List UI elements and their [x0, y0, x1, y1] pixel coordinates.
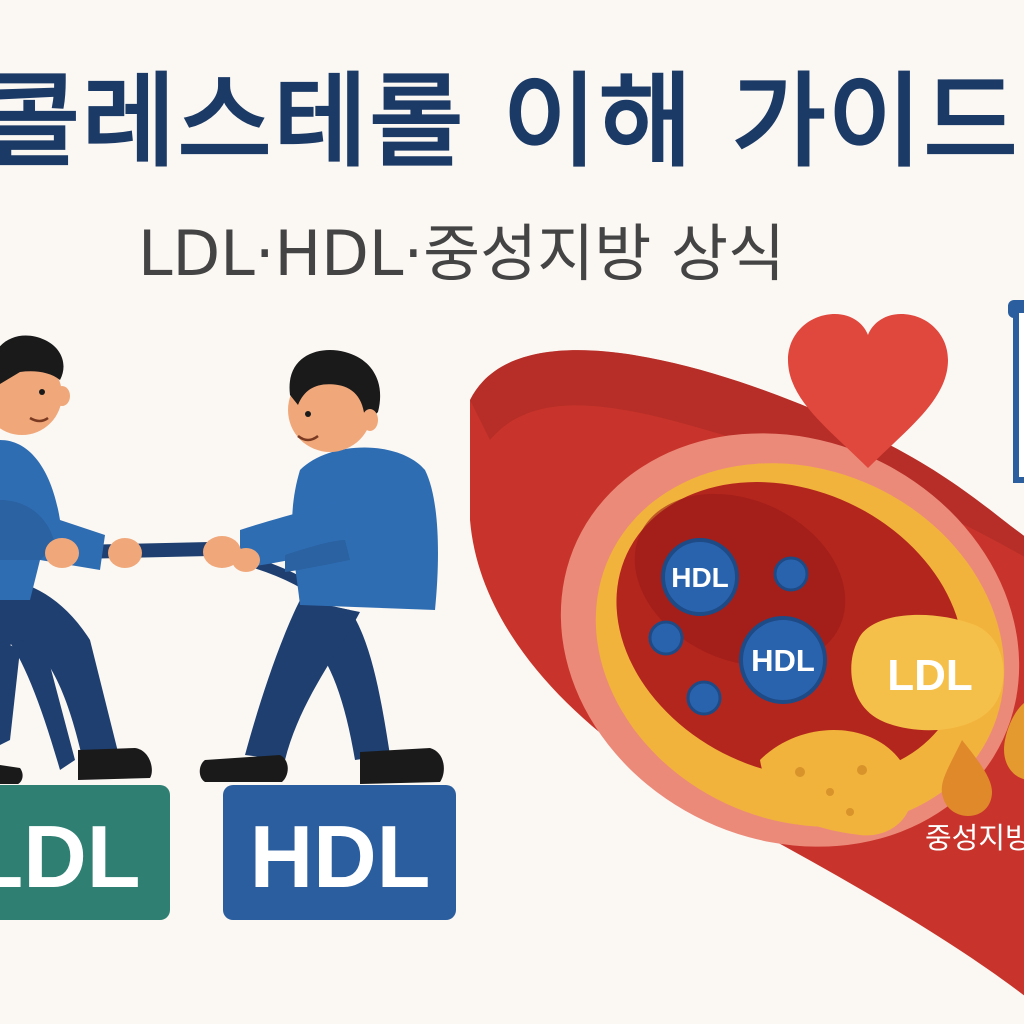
hdl-particle	[661, 538, 739, 616]
hdl-particle	[739, 616, 827, 704]
triglyceride-label: 중성지방	[925, 821, 1024, 855]
ldl-label-box	[0, 785, 170, 920]
right-man-figure	[199, 349, 444, 784]
hdl-particle-label: HDL	[671, 562, 729, 593]
ldl-box-label: LDL	[0, 807, 141, 906]
hdl-box-label: HDL	[250, 807, 431, 906]
small-particle	[773, 556, 809, 592]
test-tube-icon	[1008, 300, 1024, 483]
page-title: 콜레스테롤 이해 가이드	[0, 63, 1020, 182]
triglyceride-droplet-icon	[941, 740, 992, 816]
hdl-particles	[648, 538, 827, 716]
ldl-plaque	[851, 614, 1004, 731]
page-subtitle: LDL·HDL·중성지방 상식	[138, 217, 786, 290]
left-man-figure	[0, 335, 152, 784]
small-particle	[686, 680, 722, 716]
small-particle	[648, 620, 684, 656]
heart-icon	[788, 314, 948, 468]
hdl-label-box	[223, 785, 456, 920]
ldl-plaque-label: LDL	[887, 651, 973, 700]
hdl-particle-label: HDL	[751, 643, 815, 678]
